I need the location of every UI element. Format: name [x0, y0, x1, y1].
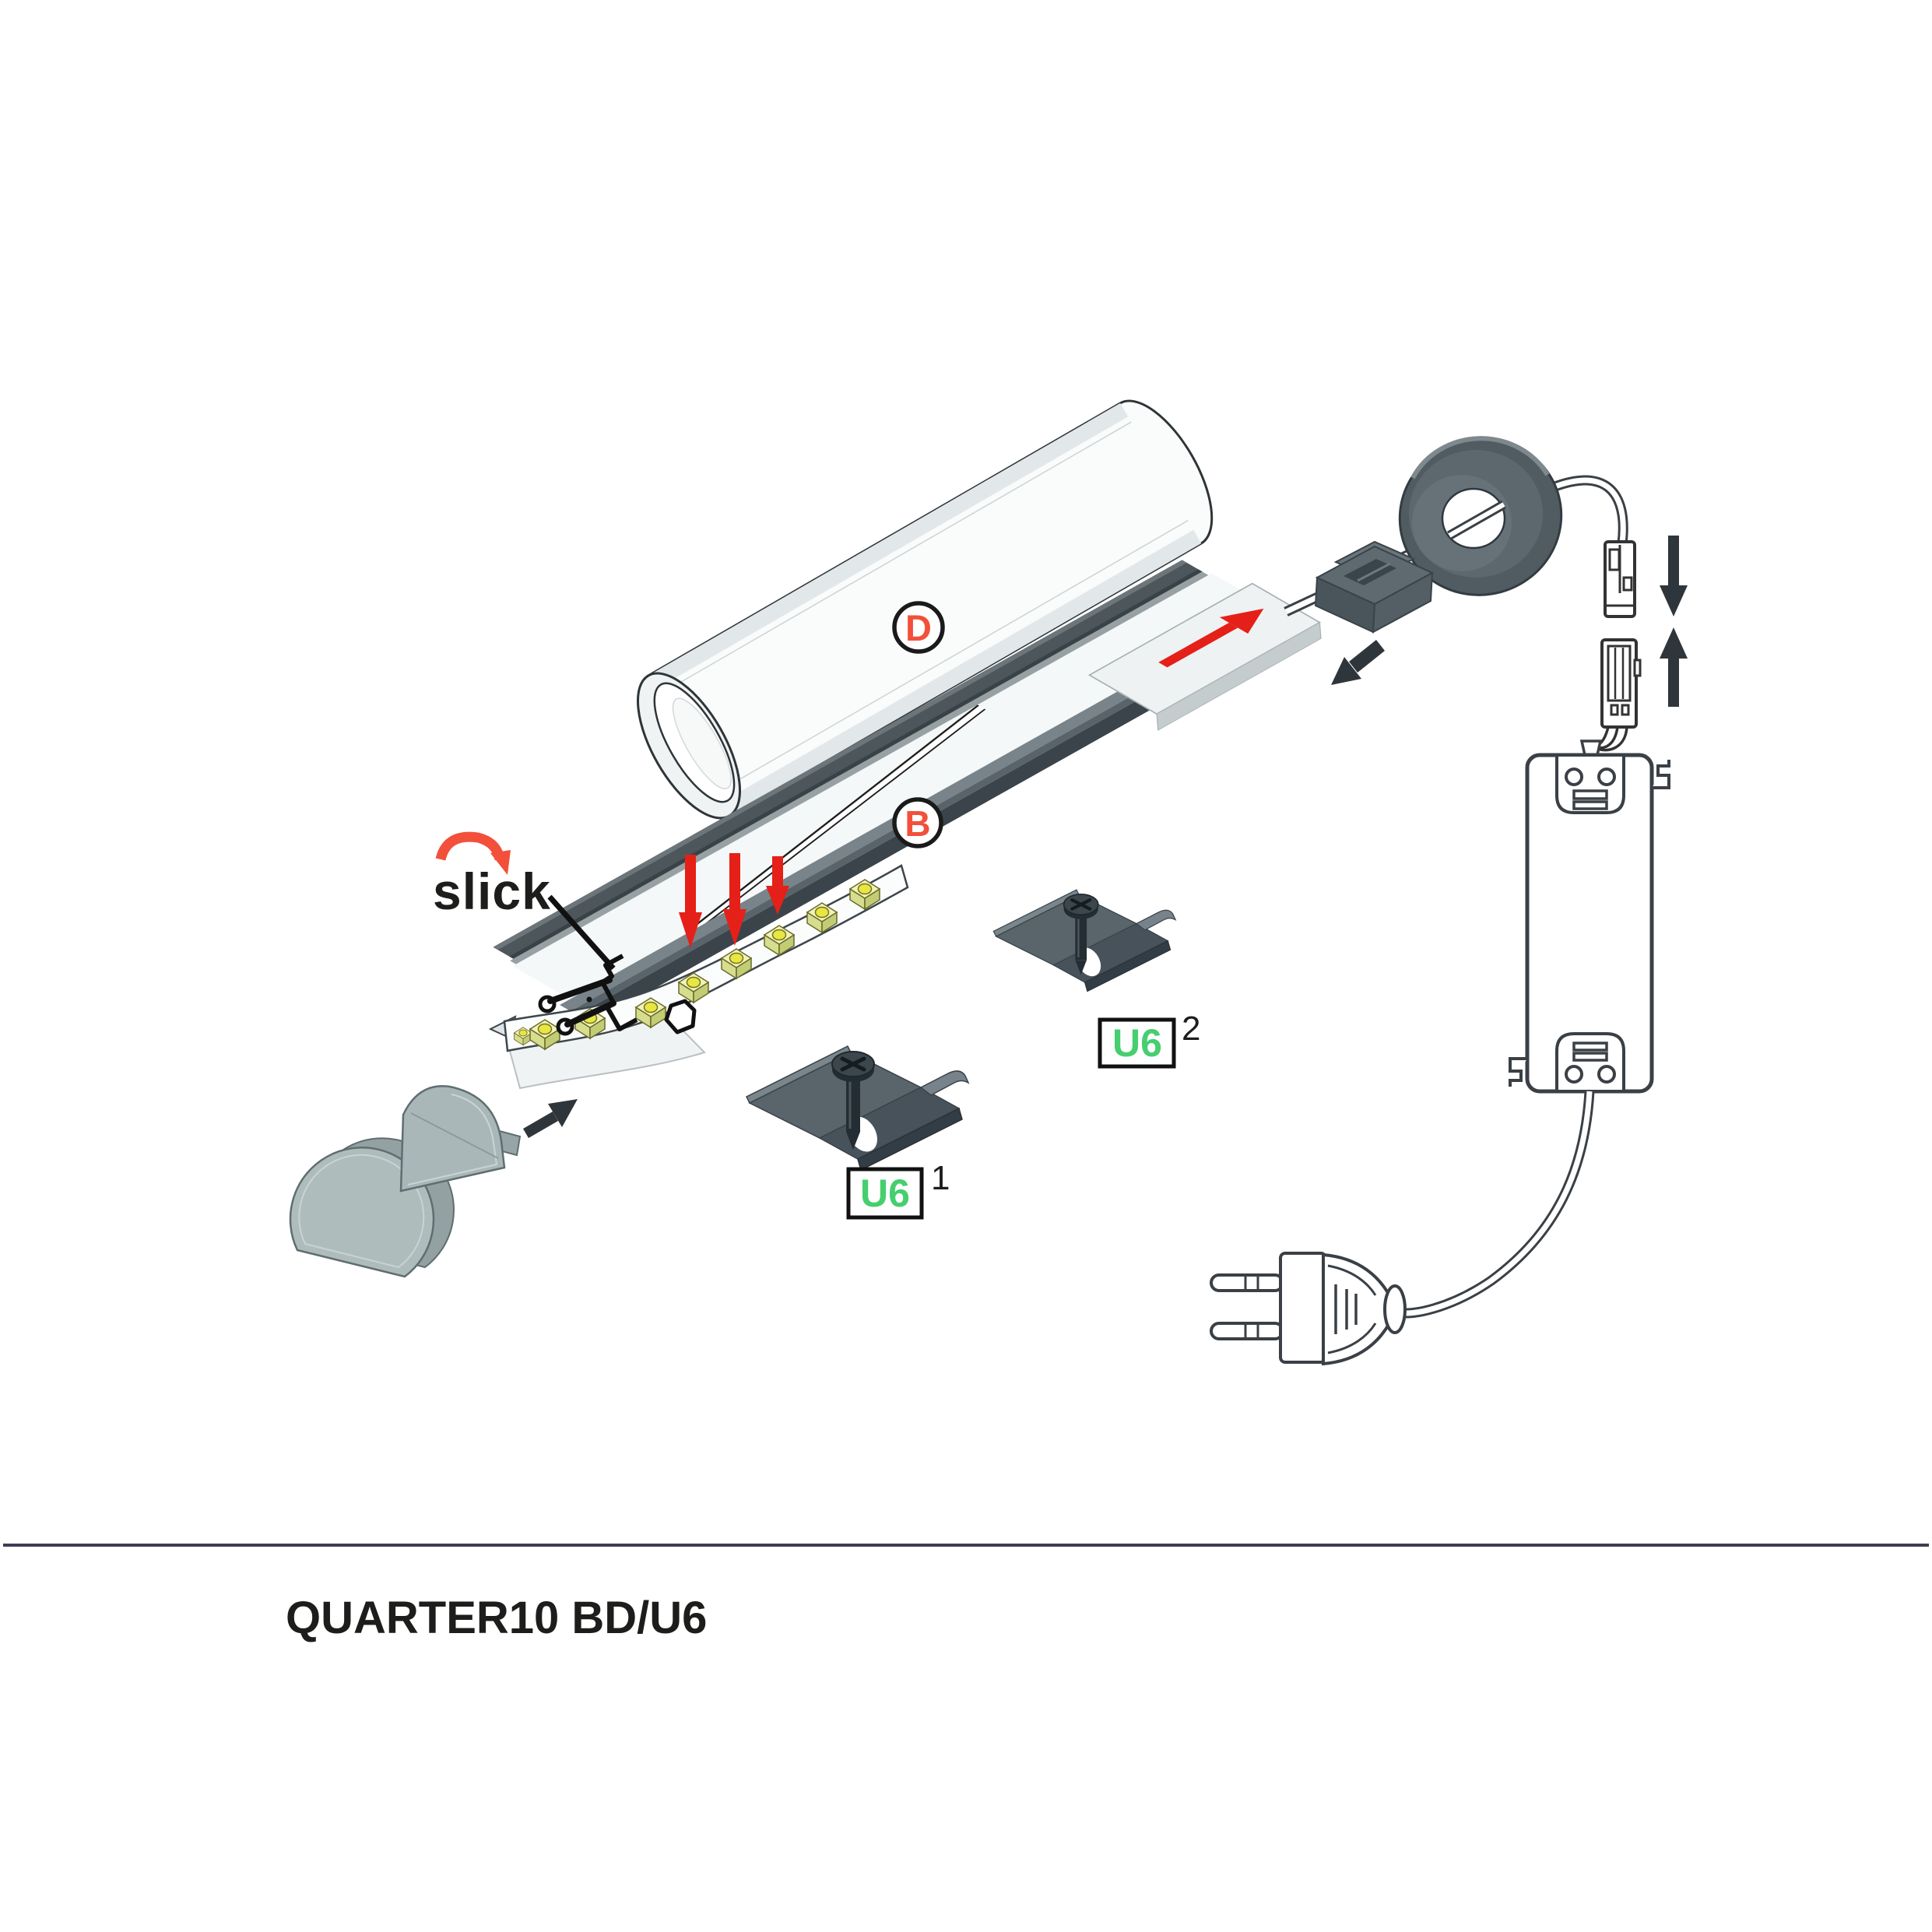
callout-cover-d: D	[892, 601, 945, 654]
insert-arrows	[679, 853, 789, 948]
clip2-label-box	[1098, 1017, 1176, 1069]
cable-bushing	[1314, 540, 1435, 634]
logo-swoosh-icon	[435, 831, 505, 861]
clip1-superscript: 1	[931, 1159, 950, 1197]
connector-female	[1590, 638, 1642, 752]
product-title: QUARTER10 BD/U6	[286, 1593, 707, 1643]
plate-direction-arrow	[1331, 640, 1385, 685]
output-cable	[1284, 475, 1628, 616]
callout-circle-b	[892, 797, 943, 848]
profile-channel-face	[512, 573, 1270, 999]
led-driver	[1509, 739, 1670, 1094]
driver-mount-tab-top	[1652, 760, 1670, 789]
mounting-clip-1	[746, 1046, 968, 1170]
insert-arrow-3	[766, 856, 789, 915]
cut-mark-lower	[664, 999, 697, 1034]
brand-logo-text: slick	[433, 862, 551, 920]
cable-grommet-ring	[1398, 436, 1563, 596]
slide-in-arrow	[1158, 608, 1264, 668]
driver-terminal-top	[1555, 757, 1625, 814]
profile-label: B	[905, 803, 930, 844]
power-cord	[1399, 1091, 1595, 1319]
clip1-label-box	[846, 1167, 924, 1220]
insert-arrow-1	[679, 855, 702, 948]
callout-profile-b: B	[892, 797, 943, 848]
mounting-clip-2	[993, 890, 1175, 991]
clip1-label-text: U6	[860, 1171, 910, 1215]
connector-male	[1604, 540, 1636, 618]
clip2-label: U6 2	[1098, 1010, 1200, 1069]
cover-label: D	[905, 607, 932, 648]
clip2-label-text: U6	[1112, 1021, 1162, 1065]
insert-arrow-2	[723, 853, 746, 946]
callout-circle-d	[892, 601, 945, 654]
plug-pins	[1210, 1273, 1284, 1340]
cut-mark-upper	[600, 954, 638, 1031]
driver-terminal-bottom	[1555, 1032, 1625, 1090]
connect-arrow-up	[1660, 627, 1688, 707]
cap-direction-arrow	[523, 1099, 578, 1138]
connect-arrow-down	[1660, 536, 1688, 616]
clip1-label: U6 1	[846, 1159, 950, 1220]
slick-logo: slick	[433, 831, 616, 971]
power-plug	[1210, 1252, 1407, 1366]
connect-arrows	[1660, 536, 1688, 707]
end-cap-with-hole	[399, 1085, 522, 1193]
scissors-icon	[538, 977, 616, 1036]
profile-far-rail	[493, 560, 1203, 959]
driver-mount-tab-bottom	[1509, 1057, 1527, 1087]
logo-leader-line	[547, 894, 616, 971]
logo-swoosh-head	[490, 850, 511, 875]
clip2-superscript: 2	[1182, 1010, 1200, 1048]
